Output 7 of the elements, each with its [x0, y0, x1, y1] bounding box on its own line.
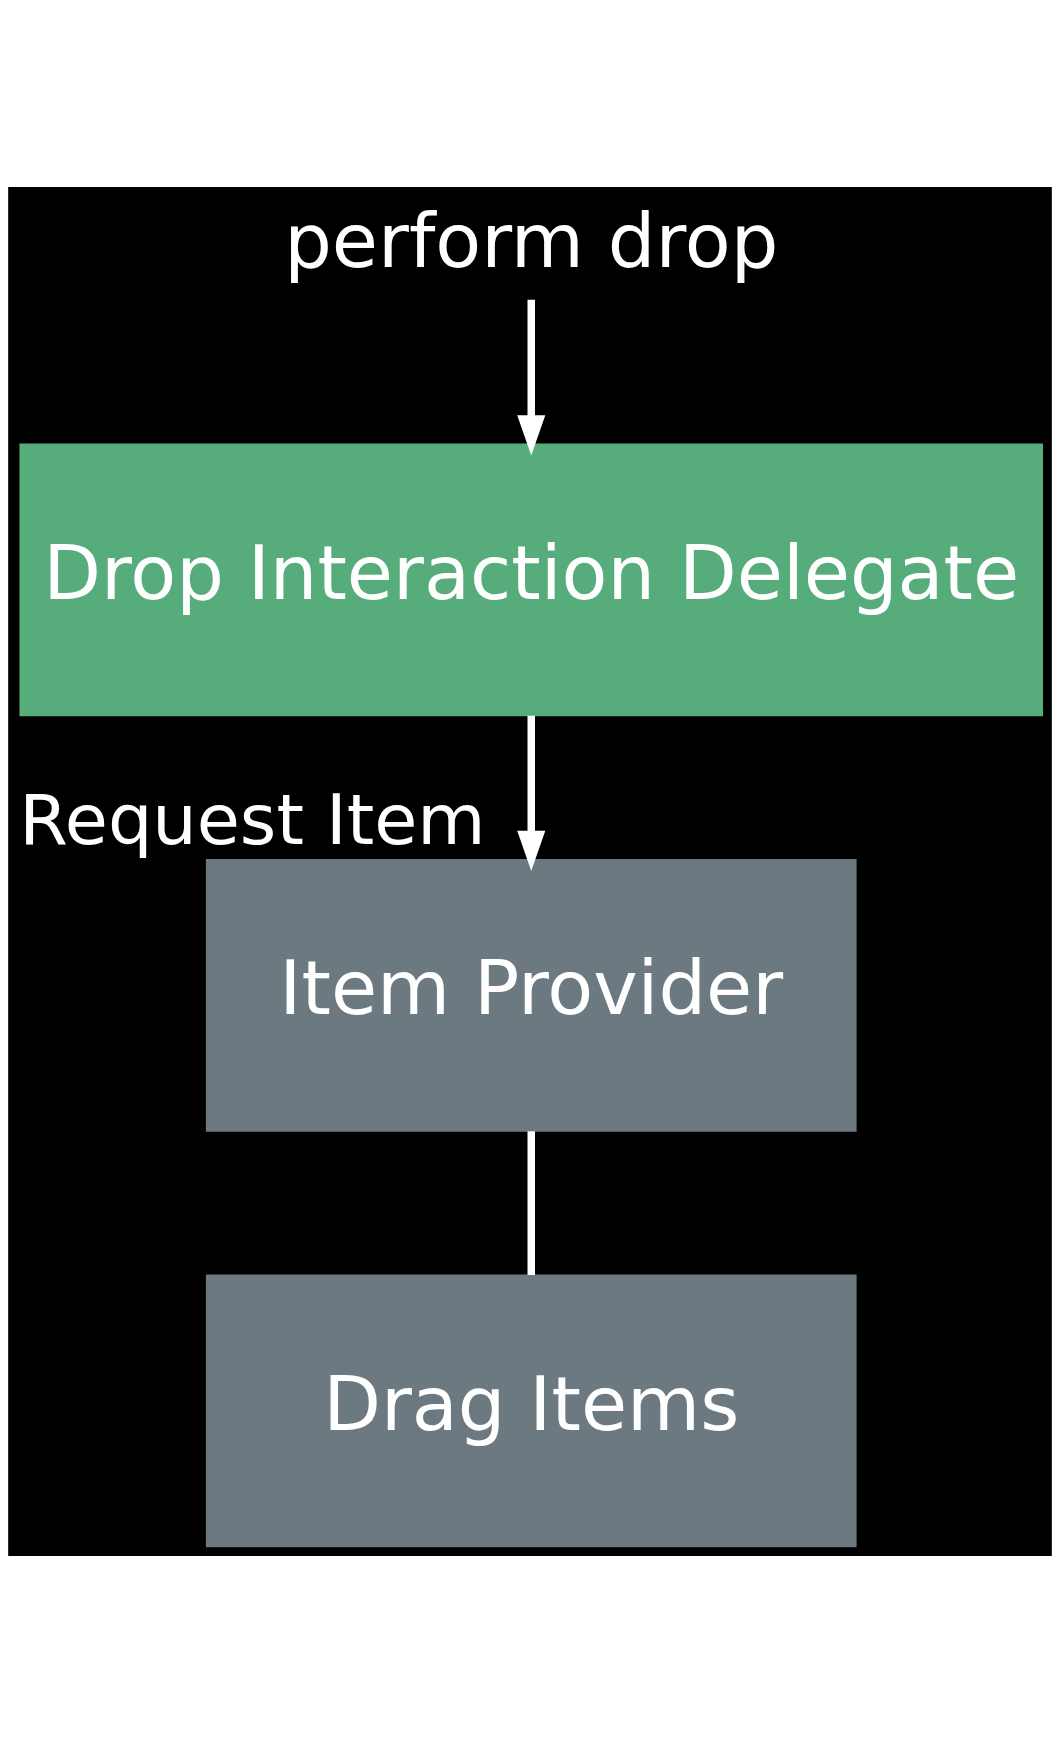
node-text: perform drop: [284, 197, 779, 286]
arrow: [517, 715, 546, 871]
edge-label: Request Item: [19, 778, 486, 861]
node-box: Drop Interaction Delegate: [19, 443, 1044, 717]
node-box: Drag Items: [205, 1274, 857, 1548]
connector: [527, 1131, 535, 1276]
node-box: Item Provider: [205, 859, 857, 1132]
